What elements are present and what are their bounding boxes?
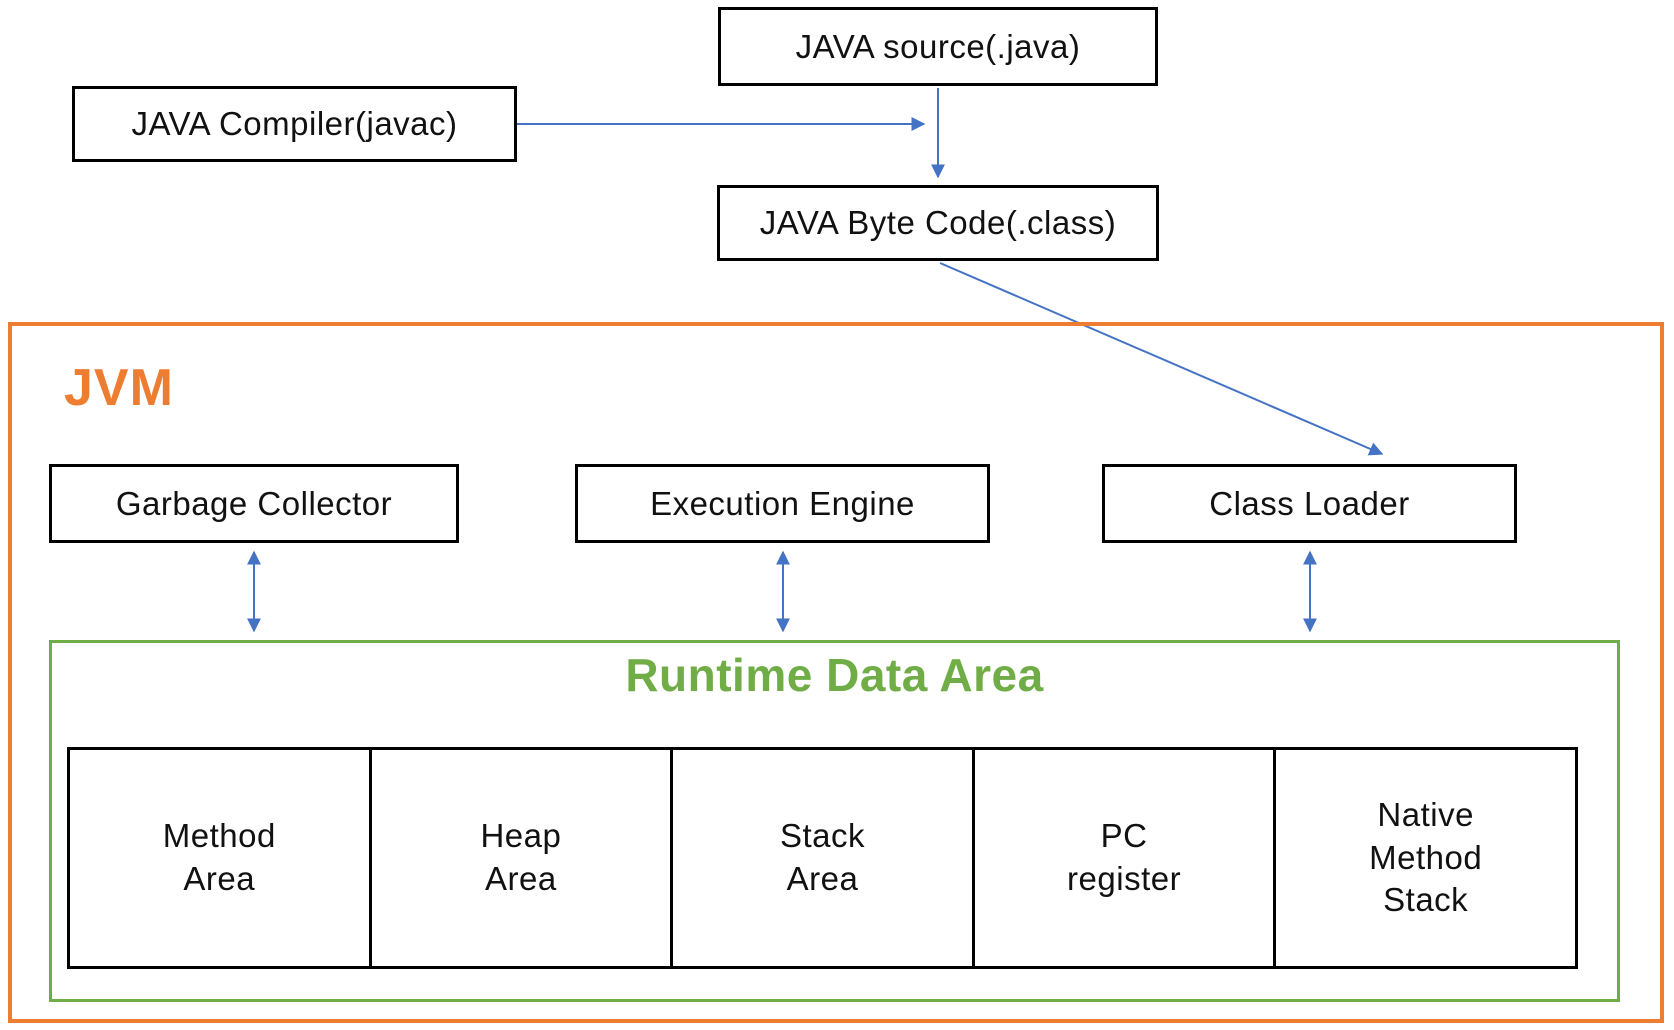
cell-heap-area: Heap Area xyxy=(372,750,674,966)
jvm-title: JVM xyxy=(64,359,174,417)
node-java-source: JAVA source(.java) xyxy=(718,7,1158,86)
node-garbage-collector: Garbage Collector xyxy=(49,464,459,543)
cell-pc-register: PC register xyxy=(975,750,1277,966)
node-java-compiler: JAVA Compiler(javac) xyxy=(72,86,517,162)
cell-native-method-stack: Native Method Stack xyxy=(1369,795,1483,919)
cell-method-area: Method Area xyxy=(70,750,372,966)
runtime-data-area-title: Runtime Data Area xyxy=(625,649,1044,701)
node-execution-engine-label: Execution Engine xyxy=(650,484,915,522)
cell-stack-area: Stack Area xyxy=(673,750,975,966)
node-class-loader-label: Class Loader xyxy=(1209,484,1410,522)
node-java-source-label: JAVA source(.java) xyxy=(795,27,1081,65)
node-garbage-collector-label: Garbage Collector xyxy=(115,484,393,522)
node-class-loader: Class Loader xyxy=(1102,464,1517,543)
runtime-data-area-table: Method Area Heap Area Stack Area PC regi… xyxy=(67,747,1578,969)
node-execution-engine: Execution Engine xyxy=(575,464,990,543)
node-java-byte-code: JAVA Byte Code(.class) xyxy=(717,185,1159,261)
jvm-container-box xyxy=(8,322,1664,1023)
node-java-byte-code-label: JAVA Byte Code(.class) xyxy=(759,204,1117,242)
node-java-compiler-label: JAVA Compiler(javac) xyxy=(131,105,458,143)
